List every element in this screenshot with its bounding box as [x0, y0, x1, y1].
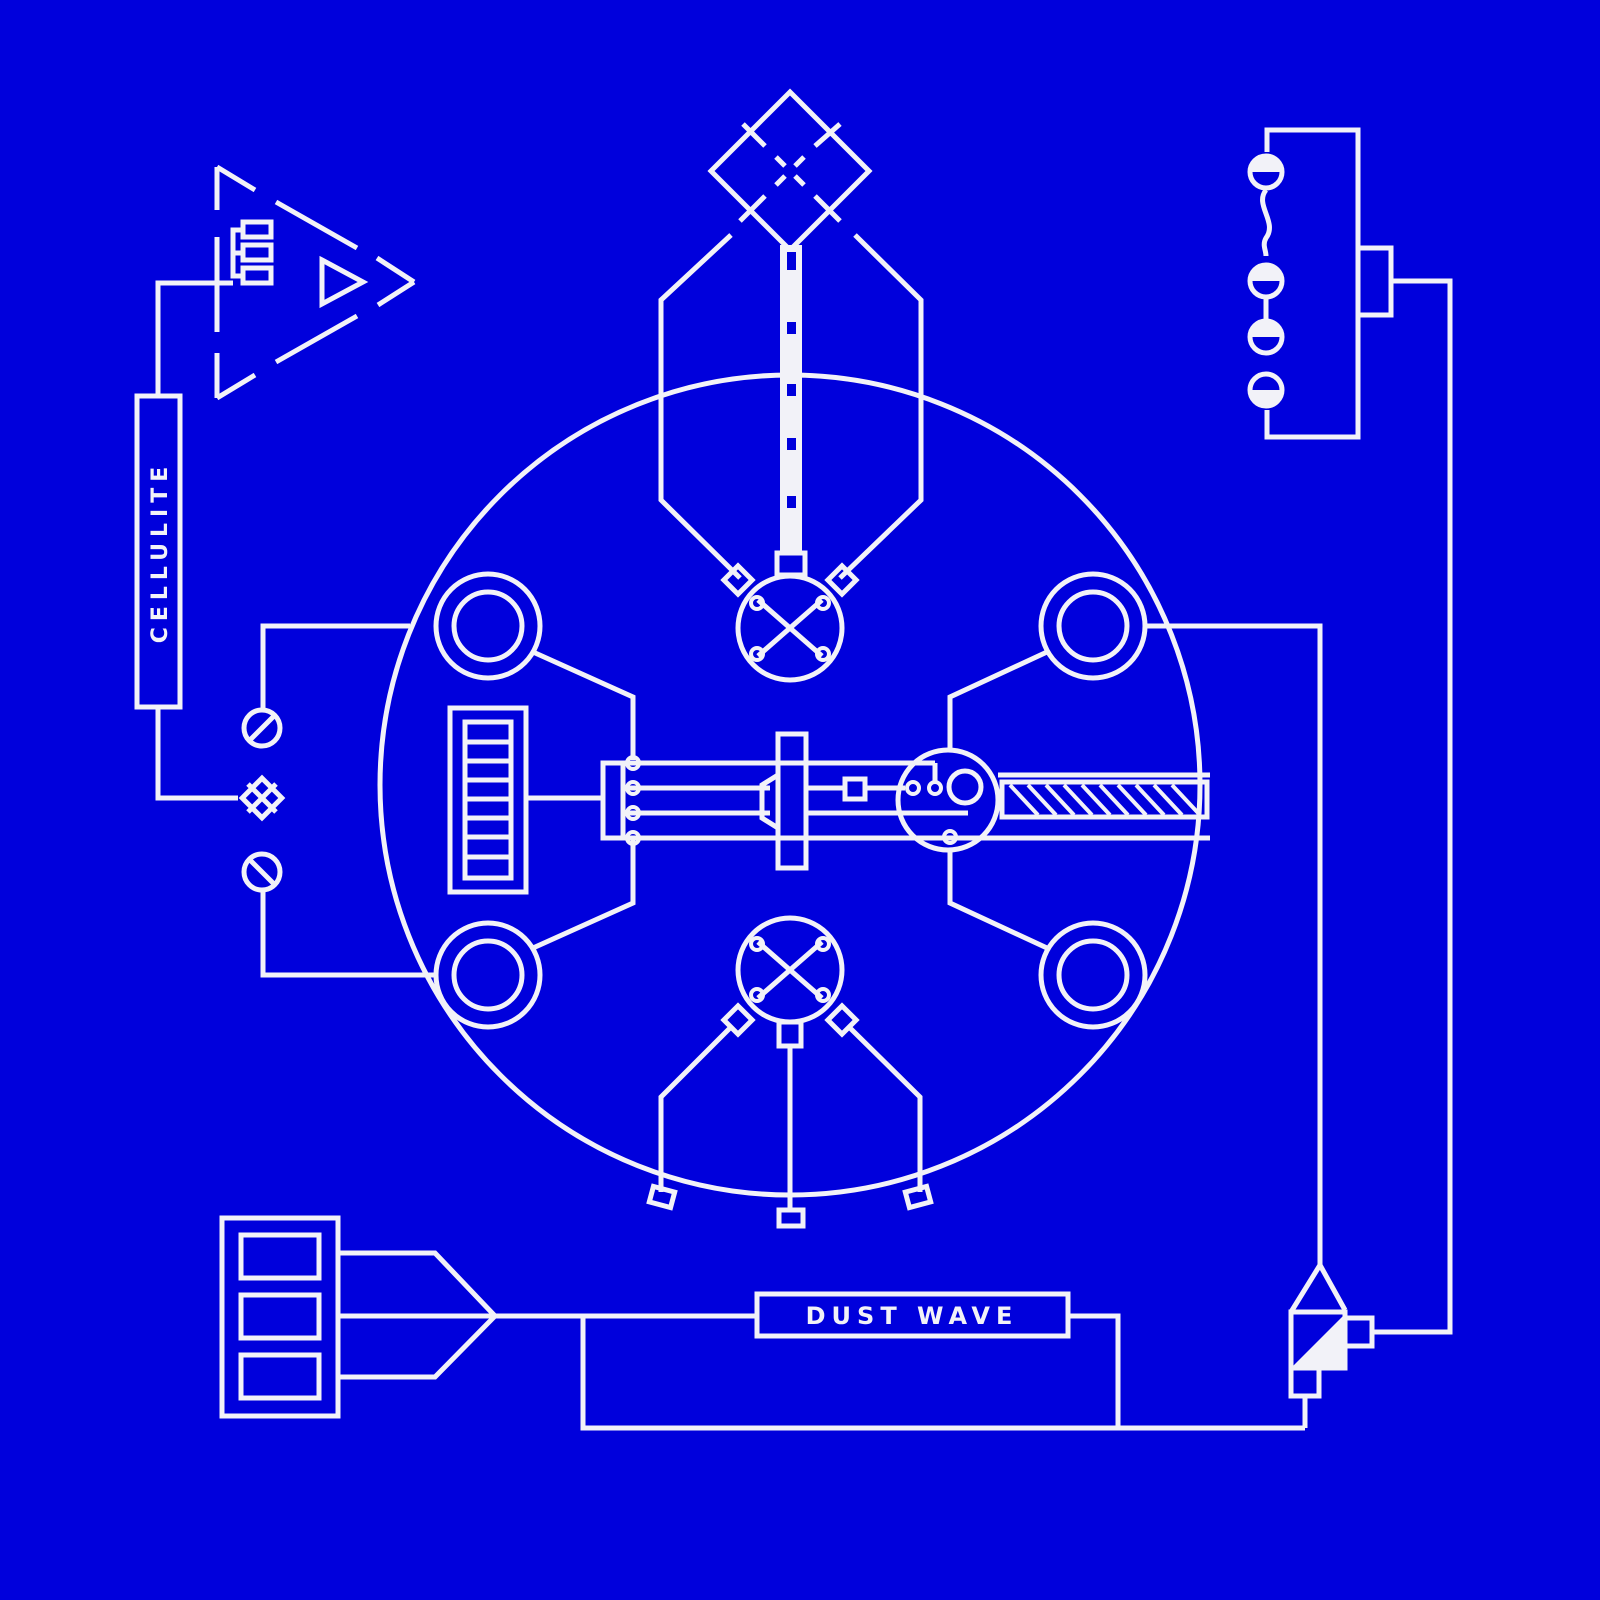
- dust-wave-circuit: DUST WAVE: [495, 1291, 1305, 1431]
- ring-icon-bottom-right: [1038, 920, 1148, 1030]
- triple-cell-block-icon: [219, 1215, 499, 1419]
- cellulite-label-box: CELLULITE: [134, 393, 238, 801]
- quad-diamond-icon: [238, 774, 286, 822]
- prism-valve-icon: [1288, 1260, 1375, 1428]
- right-wire: [1146, 623, 1323, 1268]
- bulb-1: [1247, 153, 1285, 191]
- dashed-diamond-icon: [707, 88, 873, 254]
- x-dial-icon-bottom: [646, 915, 934, 1229]
- cellulite-label: CELLULITE: [148, 461, 173, 644]
- ring-icon-top-left: [433, 571, 543, 681]
- ring-connectors: [531, 649, 1049, 951]
- bulb-4: [1247, 371, 1285, 409]
- slashed-circle-icon: [241, 707, 283, 749]
- left-switch-column: [238, 623, 436, 978]
- ring-icon-top-right: [1038, 571, 1148, 681]
- x-dial-icon-top: [720, 562, 860, 683]
- center-bus: [600, 731, 1210, 871]
- ladder-meter-icon: [447, 705, 603, 895]
- top-hexagon-frame: [658, 233, 924, 580]
- ladder-strip-top: [774, 245, 808, 578]
- bulb-3: [1247, 318, 1285, 356]
- circuit-dial-icon: [895, 747, 1210, 853]
- dust-wave-label: DUST WAVE: [806, 1302, 1019, 1330]
- dashed-triangle-amplifier-icon: [155, 164, 416, 401]
- bulb-array-icon: [1247, 127, 1453, 1335]
- hatched-bar-icon: [999, 779, 1210, 820]
- ring-icon-bottom-left: [433, 920, 543, 1030]
- slashed-circle-icon: [241, 851, 283, 893]
- bulb-2: [1247, 262, 1285, 300]
